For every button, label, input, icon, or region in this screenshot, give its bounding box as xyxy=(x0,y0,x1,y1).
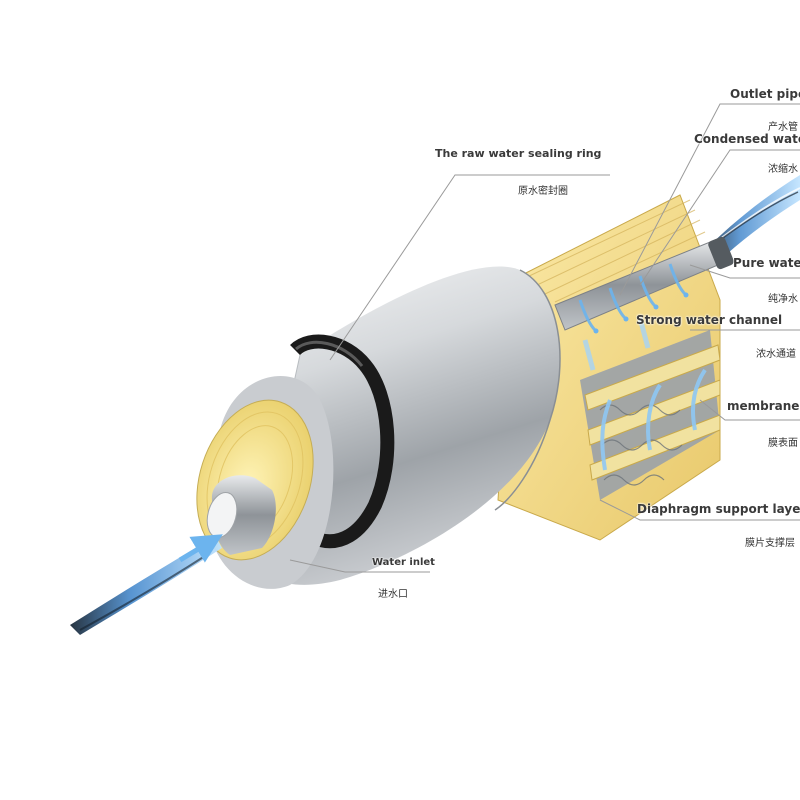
label-condensed-water-cn: 浓缩水 xyxy=(768,164,798,175)
label-pure-water-cn: 纯净水 xyxy=(768,294,798,305)
label-raw-water-sealing-ring: The raw water sealing ring xyxy=(435,147,602,160)
flow-arrow-icon xyxy=(600,368,707,471)
label-pure-water: Pure water xyxy=(733,256,800,270)
label-diaphragm-support-layer: Diaphragm support layer xyxy=(637,502,800,516)
membrane-wedge xyxy=(497,194,721,541)
label-outlet-pipe-cn: 产水管 xyxy=(768,122,798,133)
label-membrane: membrane xyxy=(727,399,800,413)
water-stream-icon xyxy=(70,534,223,635)
label-condensed-water: Condensed water xyxy=(694,132,800,146)
label-outlet-pipe: Outlet pipe xyxy=(730,87,800,101)
label-strong-water-channel: Strong water channel xyxy=(636,313,783,327)
label-water-inlet: Water inlet xyxy=(372,557,435,568)
label-strong-water-channel-cn: 浓水通道 xyxy=(756,349,796,360)
label-membrane-cn: 膜表面 xyxy=(768,438,798,449)
label-water-inlet-cn: 进水口 xyxy=(378,589,408,600)
label-raw-water-sealing-ring-cn: 原水密封圈 xyxy=(518,186,568,197)
inlet-pipe xyxy=(206,475,276,555)
seal-ring xyxy=(290,334,395,549)
leader-lines xyxy=(289,103,800,573)
label-diaphragm-support-layer-cn: 膜片支撑层 xyxy=(745,538,795,549)
